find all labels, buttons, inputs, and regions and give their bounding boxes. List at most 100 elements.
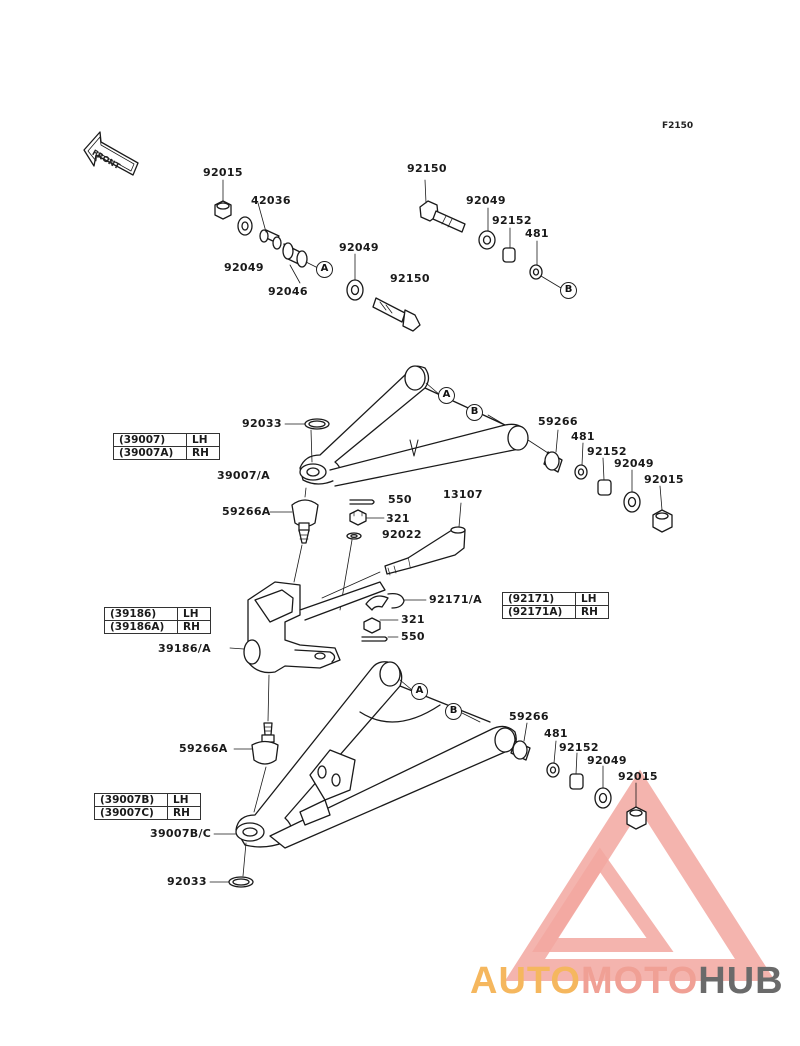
- bolt-92150-top-mid: [372, 297, 421, 332]
- label-550-lower: 550: [401, 630, 425, 643]
- table-39186-code-rh: (39186A): [104, 620, 178, 634]
- label-92171A: 92171/A: [429, 593, 482, 606]
- callout-b-lower-arm: B: [445, 703, 462, 720]
- label-59266-lower: 59266: [509, 710, 549, 723]
- watermark-hub: HUB: [698, 960, 784, 1002]
- lock-plate-92171: [365, 593, 405, 611]
- table-39186-side-lh: LH: [177, 607, 211, 621]
- sleeve-42036: [259, 229, 282, 250]
- collar-92152-lower: [569, 773, 584, 790]
- label-92033-lower: 92033: [167, 875, 207, 888]
- table-39007B: (39007B)LH (39007C)RH: [94, 793, 201, 820]
- ball-joint-59266A-lower: [251, 722, 279, 765]
- label-550-upper: 550: [388, 493, 412, 506]
- figure-code: F2150: [662, 121, 694, 131]
- bolt-92150-top-right: [419, 200, 466, 233]
- clip-92033-lower: [228, 876, 254, 888]
- callout-a-upper-arm: A: [438, 387, 455, 404]
- label-59266A-lower: 59266A: [179, 742, 228, 755]
- label-92033-upper: 92033: [242, 417, 282, 430]
- watermark-logo: [504, 769, 776, 981]
- upper-a-arm-39007: [299, 365, 529, 487]
- label-92049-top-mid: 92049: [339, 241, 379, 254]
- label-321-upper: 321: [386, 512, 410, 525]
- collar-92152-top: [502, 247, 516, 263]
- bushing-59266-upper: [543, 451, 563, 473]
- washer-92049-top-left: [237, 216, 253, 236]
- label-92049-upper: 92049: [614, 457, 654, 470]
- washer-92022: [346, 532, 362, 540]
- lower-a-arm-39007B: [235, 661, 517, 849]
- knuckle-39186: [243, 581, 386, 674]
- table-39186-code-lh: (39186): [104, 607, 178, 621]
- label-321-lower: 321: [401, 613, 425, 626]
- callout-b-upper-arm: B: [466, 404, 483, 421]
- castle-nut-321-upper: [349, 509, 367, 526]
- spindle-13107: [384, 526, 466, 576]
- table-92171-code-lh: (92171): [502, 592, 576, 606]
- table-39007B-side-rh: RH: [167, 806, 201, 820]
- label-92152-lower: 92152: [559, 741, 599, 754]
- washer-92049-top-mid: [346, 279, 364, 301]
- label-92049-top-right: 92049: [466, 194, 506, 207]
- cotter-pin-550-lower: [361, 636, 388, 642]
- label-92152-upper: 92152: [587, 445, 627, 458]
- collar-92152-upper: [597, 479, 612, 496]
- label-92015-top: 92015: [203, 166, 243, 179]
- table-39186-side-rh: RH: [177, 620, 211, 634]
- table-39007B-code-rh: (39007C): [94, 806, 168, 820]
- callout-a-lower-arm: A: [411, 683, 428, 700]
- label-39007BC: 39007B/C: [150, 827, 212, 840]
- cotter-pin-550-upper: [349, 499, 375, 505]
- table-39007-side-rh: RH: [186, 446, 220, 460]
- seal-481-lower: [546, 762, 560, 778]
- nut-92015-top: [214, 200, 232, 220]
- callout-a-top: A: [316, 261, 333, 278]
- label-92150-top-mid: 92150: [390, 272, 430, 285]
- seal-481-upper: [574, 464, 588, 480]
- nut-92015-upper: [652, 509, 673, 533]
- label-92152-top: 92152: [492, 214, 532, 227]
- clip-92033-upper: [304, 418, 330, 430]
- label-92046: 92046: [268, 285, 308, 298]
- watermark-moto: MOTO: [580, 960, 699, 1002]
- table-92171-code-rh: (92171A): [502, 605, 576, 619]
- table-39007B-code-lh: (39007B): [94, 793, 168, 807]
- seal-481-top: [529, 264, 543, 280]
- table-39007: (39007)LH (39007A)RH: [113, 433, 220, 460]
- label-92049-top-left: 92049: [224, 261, 264, 274]
- label-59266A-upper: 59266A: [222, 505, 271, 518]
- label-92049-lower: 92049: [587, 754, 627, 767]
- label-59266-upper: 59266: [538, 415, 578, 428]
- bushing-59266-lower: [510, 740, 531, 761]
- bushing-92046: [282, 242, 308, 268]
- label-42036: 42036: [251, 194, 291, 207]
- washer-92049-top-right: [478, 230, 496, 250]
- front-arrow-icon: [83, 131, 139, 176]
- label-92015-upper: 92015: [644, 473, 684, 486]
- label-92015-lower: 92015: [618, 770, 658, 783]
- table-39007-side-lh: LH: [186, 433, 220, 447]
- label-481-lower: 481: [544, 727, 568, 740]
- table-92171-side-rh: RH: [575, 605, 609, 619]
- washer-92049-lower: [594, 787, 612, 809]
- table-39007B-side-lh: LH: [167, 793, 201, 807]
- ball-joint-59266A-upper: [291, 499, 319, 544]
- washer-92049-upper: [623, 491, 641, 513]
- label-92022: 92022: [382, 528, 422, 541]
- table-92171-side-lh: LH: [575, 592, 609, 606]
- table-39007-code-rh: (39007A): [113, 446, 187, 460]
- table-39007-code-lh: (39007): [113, 433, 187, 447]
- watermark-auto: AUTO: [470, 960, 581, 1002]
- nut-92015-lower: [626, 806, 647, 830]
- table-39186: (39186)LH (39186A)RH: [104, 607, 211, 634]
- label-13107: 13107: [443, 488, 483, 501]
- callout-b-top: B: [560, 282, 577, 299]
- table-92171: (92171)LH (92171A)RH: [502, 592, 609, 619]
- castle-nut-321-lower: [363, 617, 381, 634]
- label-39007A: 39007/A: [217, 469, 270, 482]
- label-481-upper: 481: [571, 430, 595, 443]
- label-92150-top-right: 92150: [407, 162, 447, 175]
